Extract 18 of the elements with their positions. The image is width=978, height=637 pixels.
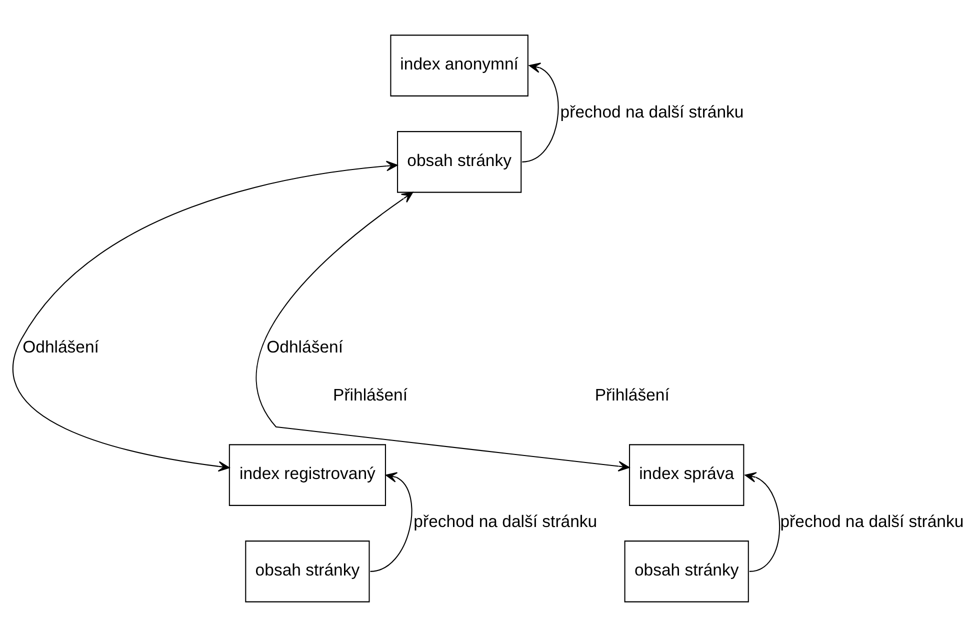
label: Přihlášení: [333, 386, 408, 405]
node-box: obsah stránky: [245, 540, 370, 602]
node-box: index anonymní: [390, 34, 528, 96]
arrow: [13, 160, 398, 472]
arrow: [522, 62, 559, 162]
node-box: index registrovaný: [228, 444, 386, 506]
arrow: [256, 192, 630, 472]
arrow: [744, 472, 780, 572]
node-box: obsah stránky: [397, 131, 522, 193]
label: Přihlášení: [594, 386, 670, 405]
arrow: [370, 472, 412, 572]
edge-label: Odhlášení: [266, 337, 344, 356]
edge-label: přechod na další stránku: [414, 512, 598, 532]
node-box: index správa: [629, 444, 744, 506]
edge-label: přechod na další stránku: [560, 102, 744, 122]
node-box: obsah stránky: [624, 540, 749, 602]
edge-label: Odhlášení: [22, 337, 99, 356]
edge-label: přechod na další stránku: [780, 512, 964, 532]
